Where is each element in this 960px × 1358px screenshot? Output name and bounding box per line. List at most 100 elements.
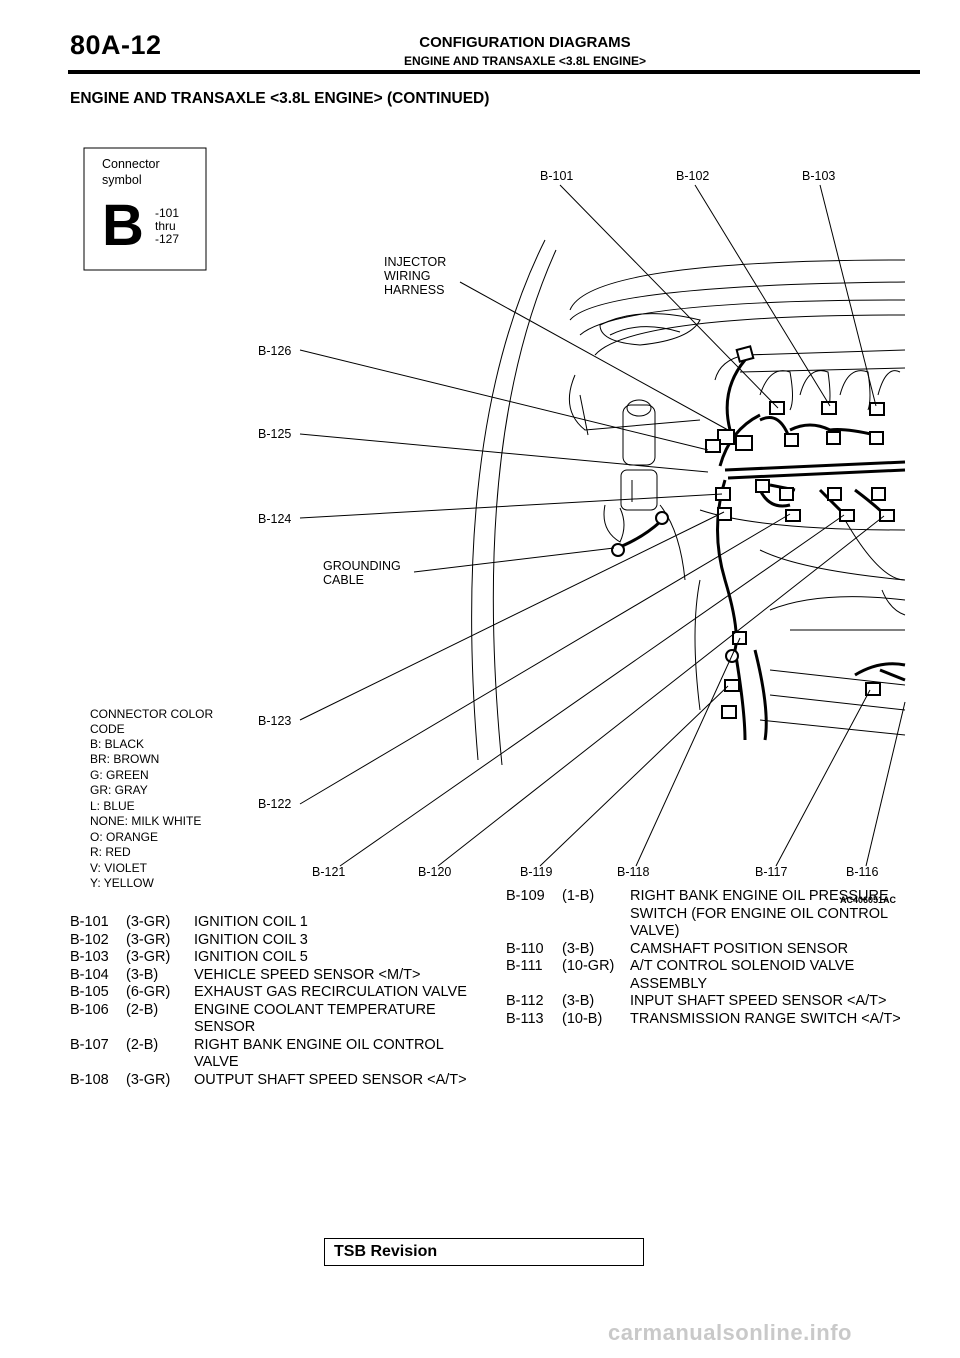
callout-b121: B-121 <box>312 865 345 879</box>
parts-list-left: B-101(3-GR)IGNITION COIL 1 B-102(3-GR)IG… <box>70 914 470 1089</box>
parts-row: B-111(10-GR)A/T CONTROL SOLENOID VALVE A… <box>506 958 916 993</box>
header-title: CONFIGURATION DIAGRAMS <box>419 34 631 51</box>
part-id: B-106 <box>70 1001 109 1018</box>
part-id: B-110 <box>506 940 544 957</box>
callout-b120: B-120 <box>418 865 451 879</box>
parts-row: B-108 (3-GR) OUTPUT SHAFT SPEED SENSOR <A/… <box>70 1072 470 1090</box>
part-name: RIGHT BANK ENGINE OIL PRESSURE SWITCH (F… <box>630 888 889 939</box>
color-code-title-line1: CONNECTOR COLOR <box>90 707 213 721</box>
part-id: B-104 <box>70 966 109 983</box>
parts-list-right: B-109 (1-B) RIGHT BANK ENGINE OIL PRESSURE… <box>506 888 916 1028</box>
part-code: (2-B) <box>126 1001 159 1018</box>
section-heading: ENGINE AND TRANSAXLE <3.8L ENGINE> (CONT… <box>70 90 490 107</box>
part-id: B-109 <box>506 888 545 904</box>
part-code: (6-GR) <box>126 984 171 1000</box>
callout-b122: B-122 <box>258 797 291 811</box>
connector-range-line2: thru <box>155 219 176 233</box>
leader-lines <box>299 184 906 867</box>
part-code: (3-B) <box>562 993 595 1009</box>
part-name: VEHICLE SPEED SENSOR <M/T> <box>194 966 421 983</box>
connectors <box>611 345 895 719</box>
header-rule <box>68 70 920 74</box>
part-code: (2-B) <box>126 1036 159 1053</box>
part-code: (3-B) <box>562 940 595 957</box>
callout-b101: B-101 <box>540 169 573 183</box>
part-code: (3-GR) <box>126 949 171 965</box>
watermark: carmanualsonline.info <box>608 1320 852 1345</box>
color-code-entry: L: BLUE <box>90 799 135 813</box>
parts-row: B-112 (3-B) INPUT SHAFT SPEED SENSOR <A/T> <box>506 993 916 1011</box>
parts-row: B-110 (3-B) CAMSHAFT POSITION SENSOR <box>506 941 916 959</box>
color-code-entry: BR: BROWN <box>90 752 159 766</box>
callout-b119: B-119 <box>520 865 552 879</box>
color-code-entry: Y: YELLOW <box>90 876 154 890</box>
part-code: (3-GR) <box>126 931 171 948</box>
part-code: (3-B) <box>126 966 159 983</box>
color-code-legend: CONNECTOR COLOR CODE B: BLACK BR: BROWN … <box>90 707 213 890</box>
engine-wiring-diagram: Connector symbol B -101 thru -127 <box>0 110 960 910</box>
callout-b124: B-124 <box>258 512 291 526</box>
parts-row: B-113 (10-B) TRANSMISSION RANGE SWITCH <A/… <box>506 1011 916 1029</box>
connector-box-title-line2: symbol <box>102 173 142 187</box>
connector-symbol-box: Connector symbol B -101 thru -127 <box>83 147 207 271</box>
callout-b116: B-116 <box>846 865 878 879</box>
part-id: B-103 <box>70 949 109 965</box>
part-name: INPUT SHAFT SPEED SENSOR <A/T> <box>630 993 887 1009</box>
grounding-label-line1: GROUNDING <box>323 559 401 573</box>
part-name: RIGHT BANK ENGINE OIL CONTROL VALVE <box>194 1036 444 1071</box>
part-name: TRANSMISSION RANGE SWITCH <A/T> <box>630 1010 901 1027</box>
color-code-entry: B: BLACK <box>90 737 144 751</box>
tsb-revision-label: TSB Revision <box>334 1243 438 1260</box>
part-code: (10-GR) <box>562 958 615 974</box>
engine-bay-illustration <box>471 239 906 766</box>
part-name: A/T CONTROL SOLENOID VALVE ASSEMBLY <box>630 958 855 992</box>
injector-label-line2: WIRING <box>384 269 431 283</box>
part-name: ENGINE COOLANT TEMPERATURE SENSOR <box>194 1001 436 1036</box>
callout-b102: B-102 <box>676 169 709 183</box>
parts-row: B-109 (1-B) RIGHT BANK ENGINE OIL PRESSURE… <box>506 888 916 941</box>
color-code-entry: O: ORANGE <box>90 830 158 844</box>
parts-row: B-102 (3-GR) IGNITION COIL 3 <box>70 932 470 950</box>
part-code: (1-B) <box>562 888 595 904</box>
part-name: EXHAUST GAS RECIRCULATION VALVE <box>194 984 467 1000</box>
injector-label-line1: INJECTOR <box>384 255 446 269</box>
parts-row: B-106 (2-B) ENGINE COOLANT TEMPERATURE SEN… <box>70 1002 470 1037</box>
callout-b117: B-117 <box>755 865 787 879</box>
page-number: 80A-12 <box>70 30 162 60</box>
part-code: (3-GR) <box>126 1071 171 1088</box>
part-name: CAMSHAFT POSITION SENSOR <box>630 940 849 957</box>
callout-b103: B-103 <box>802 169 835 183</box>
connector-box-title-line1: Connector <box>102 157 160 171</box>
wiring-harness <box>611 359 906 741</box>
callout-b126: B-126 <box>258 344 291 358</box>
connector-letter: B <box>102 193 144 258</box>
part-code: (3-GR) <box>126 914 171 930</box>
grounding-label-line2: CABLE <box>323 573 364 587</box>
callout-b123: B-123 <box>258 714 291 728</box>
color-code-entry: NONE: MILK WHITE <box>90 814 201 828</box>
tsb-revision-box <box>324 1238 644 1266</box>
part-code: (10-B) <box>562 1010 603 1027</box>
part-name: IGNITION COIL 1 <box>194 914 308 930</box>
part-id: B-105 <box>70 984 109 1000</box>
connector-range-line3: -127 <box>155 232 179 246</box>
color-code-entry: V: VIOLET <box>90 861 148 875</box>
part-name: IGNITION COIL 3 <box>194 931 308 948</box>
figure-id: AC406051AC <box>840 895 897 905</box>
color-code-entry: R: RED <box>90 845 131 859</box>
part-name: IGNITION COIL 5 <box>194 949 308 965</box>
part-name: OUTPUT SHAFT SPEED SENSOR <A/T> <box>194 1071 467 1088</box>
color-code-entry: GR: GRAY <box>90 783 148 797</box>
parts-row: B-105 (6-GR) EXHAUST GAS RECIRCULATION VAL… <box>70 984 470 1002</box>
part-id: B-112 <box>506 993 544 1009</box>
part-id: B-108 <box>70 1071 109 1088</box>
injector-label-line3: HARNESS <box>384 283 444 297</box>
part-id: B-113 <box>506 1010 544 1027</box>
connector-range-line1: -101 <box>155 206 179 220</box>
color-code-entry: G: GREEN <box>90 768 149 782</box>
part-id: B-107 <box>70 1036 109 1053</box>
parts-row: B-103 (3-GR) IGNITION COIL 5 <box>70 949 470 967</box>
part-id: B-102 <box>70 931 109 948</box>
callout-b125: B-125 <box>258 427 291 441</box>
parts-row: B-104 (3-B) VEHICLE SPEED SENSOR <M/T> <box>70 967 470 985</box>
